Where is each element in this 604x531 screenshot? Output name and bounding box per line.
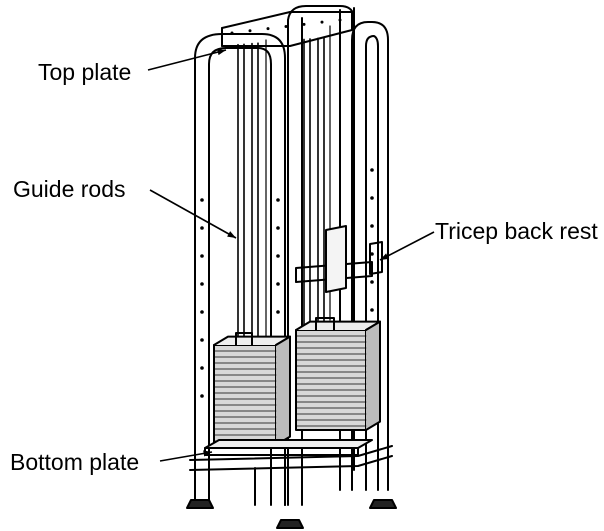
leader-top-plate-arrowhead <box>217 49 226 56</box>
leader-tricep-back-rest-arrowhead <box>380 253 389 260</box>
frame-hole <box>276 226 280 230</box>
frame-hole <box>200 338 204 342</box>
label-guide-rods: Guide rods <box>13 176 126 202</box>
frame-hole <box>276 282 280 286</box>
selector-left <box>235 332 253 346</box>
weight-stack-right-side <box>365 320 381 431</box>
base-rail-front-lower <box>189 455 393 471</box>
frame-hole <box>200 226 204 230</box>
label-top-plate: Top plate <box>38 59 132 85</box>
top-plate-hole <box>284 24 288 28</box>
right-frame-outer <box>351 21 389 491</box>
top-plate-hole <box>338 18 342 22</box>
tricep-pad <box>325 225 347 293</box>
base-legs <box>254 459 341 506</box>
cable-machine-illustration <box>186 5 397 529</box>
frame-hole <box>276 254 280 258</box>
weight-stack-left-side <box>275 335 291 446</box>
selector-right <box>315 317 335 331</box>
weight-stack-left <box>213 344 277 446</box>
frame-hole <box>370 224 374 228</box>
frame-hole <box>276 310 280 314</box>
leader-guide-rods-arrowhead <box>227 231 236 238</box>
front-frame-inner <box>208 47 272 506</box>
bottom-plate <box>204 439 373 449</box>
front-frame-outer <box>194 33 286 506</box>
bottom-plate-edge <box>204 447 359 456</box>
foot-rear-right <box>369 499 397 509</box>
frame-hole <box>200 394 204 398</box>
leader-bottom-plate-arrowhead <box>203 450 212 457</box>
top-plate-hole <box>248 29 252 33</box>
foot-front-right <box>276 519 304 529</box>
tricep-bracket <box>369 241 383 275</box>
leader-lines <box>147 49 435 462</box>
label-bottom-plate: Bottom plate <box>10 449 140 475</box>
frame-hole <box>370 252 374 256</box>
frame-hole <box>370 308 374 312</box>
foot-front-left <box>186 499 214 509</box>
top-plate-hole <box>266 27 270 31</box>
frame-hole <box>200 366 204 370</box>
leader-top-plate <box>147 49 227 71</box>
weight-stack-right <box>295 329 367 431</box>
frame-hole <box>370 196 374 200</box>
top-plate-hole <box>302 22 306 26</box>
frame-hole <box>200 282 204 286</box>
top-plate-hole <box>230 31 234 35</box>
frame-hole <box>276 198 280 202</box>
leader-tricep-back-rest <box>379 231 435 261</box>
leader-guide-rods <box>149 189 237 239</box>
frame-hole <box>200 310 204 314</box>
frame-hole <box>370 280 374 284</box>
leader-bottom-plate <box>159 451 213 462</box>
base-rail-front <box>189 445 393 461</box>
label-tricep-back-rest: Tricep back rest <box>435 218 598 244</box>
right-frame-inner <box>365 35 379 491</box>
frame-hole <box>200 254 204 258</box>
top-plate-hole <box>320 20 324 24</box>
frame-hole <box>370 168 374 172</box>
frame-hole <box>200 198 204 202</box>
